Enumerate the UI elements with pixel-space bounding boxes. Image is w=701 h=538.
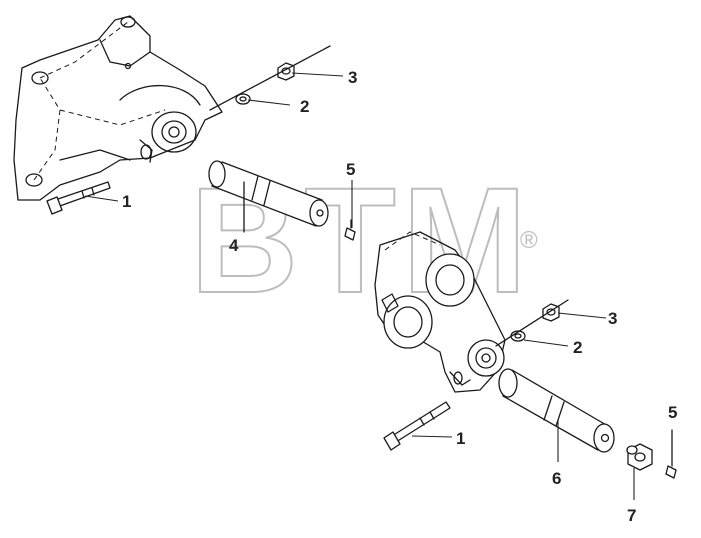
callout-7: 7 [627, 506, 636, 525]
callout-3-upper: 3 [348, 68, 357, 87]
lower-fitting [626, 443, 653, 471]
upper-bracket-housing [13, 15, 223, 201]
upper-set-screw [344, 219, 356, 241]
callout-3-lower: 3 [608, 309, 617, 328]
callout-5-lower: 5 [668, 403, 677, 422]
callout-2-lower: 2 [573, 338, 582, 357]
upper-nut [277, 62, 295, 81]
lower-bracket-assembly [374, 231, 506, 393]
callout-4: 4 [229, 236, 239, 255]
upper-pin [208, 160, 329, 233]
callouts: 1 2 3 4 5 3 2 1 6 5 7 [122, 68, 677, 525]
upper-bolt [46, 181, 111, 215]
lower-bolt [383, 401, 451, 451]
upper-washer [235, 93, 251, 105]
registered-mark: ® [520, 227, 538, 254]
callout-1-upper: 1 [122, 192, 131, 211]
callout-6: 6 [552, 469, 561, 488]
lower-set-screw [665, 429, 677, 479]
callout-5-upper: 5 [346, 160, 355, 179]
leader-lines [84, 72, 635, 500]
callout-2-upper: 2 [300, 97, 309, 116]
callout-1-lower: 1 [456, 429, 465, 448]
lower-pin [498, 368, 615, 453]
